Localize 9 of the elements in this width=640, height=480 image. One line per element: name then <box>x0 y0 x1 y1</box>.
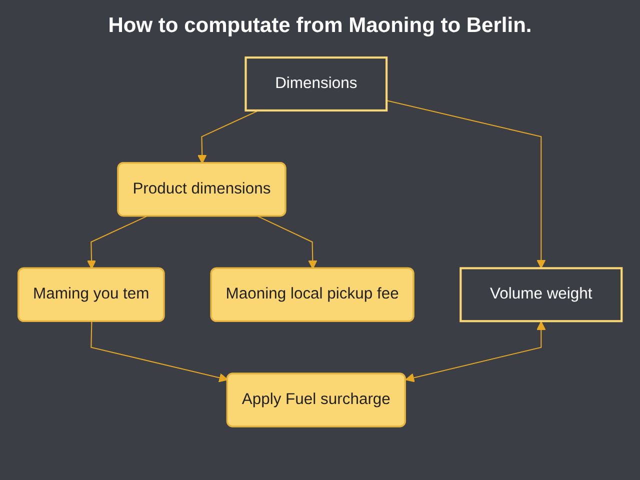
diagram-title: How to computate from Maoning to Berlin. <box>107 13 533 39</box>
arrow <box>258 216 318 270</box>
arrow <box>405 321 546 382</box>
node-box: Volume weight <box>460 267 623 322</box>
arrow <box>86 216 147 270</box>
arrow <box>197 110 259 164</box>
node-box: Dimensions <box>244 56 388 112</box>
arrow <box>90 322 228 382</box>
arrow <box>386 100 546 269</box>
